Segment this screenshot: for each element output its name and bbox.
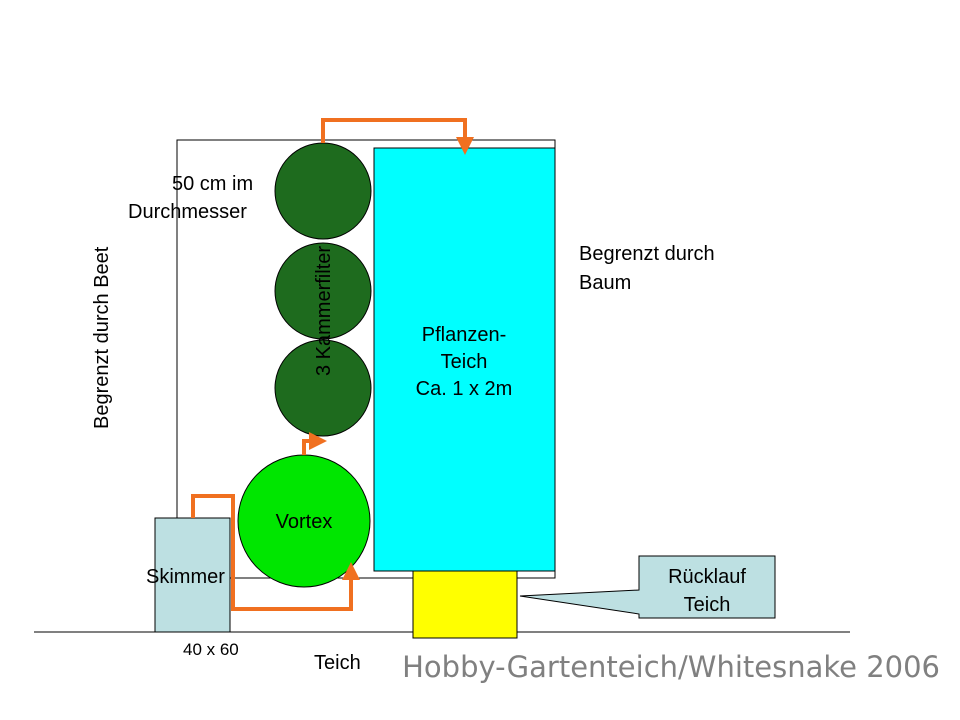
diameter-label-line1: 50 cm im bbox=[172, 173, 253, 195]
pipe-skimmer-outlet bbox=[191, 494, 360, 611]
watermark: Hobby-Gartenteich/Whitesnake 2006 bbox=[402, 650, 940, 684]
chamber-filter-label: 3 Kammerfilter bbox=[313, 246, 335, 376]
bed-boundary-label: Begrenzt durch Beet bbox=[91, 246, 113, 429]
return-label-line2: Teich bbox=[684, 594, 731, 616]
filter-chamber-middle bbox=[274, 242, 372, 340]
tree-boundary-label-line2: Baum bbox=[579, 272, 631, 294]
plant-pond bbox=[373, 147, 556, 572]
return-box bbox=[412, 570, 518, 639]
return-callout bbox=[519, 555, 776, 619]
filter-chamber-top bbox=[274, 142, 372, 240]
skimmer-box bbox=[154, 517, 231, 633]
skimmer-size-label: 40 x 60 bbox=[183, 640, 239, 659]
pipe-filter-to-pond bbox=[321, 118, 474, 155]
plant-pond-label-line2: Teich bbox=[441, 351, 488, 373]
plant-pond-label-line3: Ca. 1 x 2m bbox=[416, 378, 513, 400]
skimmer-label: Skimmer bbox=[146, 566, 225, 588]
vortex-label: Vortex bbox=[276, 511, 333, 533]
diameter-label-line2: Durchmesser bbox=[128, 201, 247, 223]
pond-label: Teich bbox=[314, 652, 361, 674]
plant-pond-label-line1: Pflanzen- bbox=[422, 324, 507, 346]
return-label-line1: Rücklauf bbox=[668, 566, 746, 588]
tree-boundary-label-line1: Begrenzt durch bbox=[579, 243, 715, 265]
pipe-vortex-to-filter bbox=[302, 432, 327, 455]
